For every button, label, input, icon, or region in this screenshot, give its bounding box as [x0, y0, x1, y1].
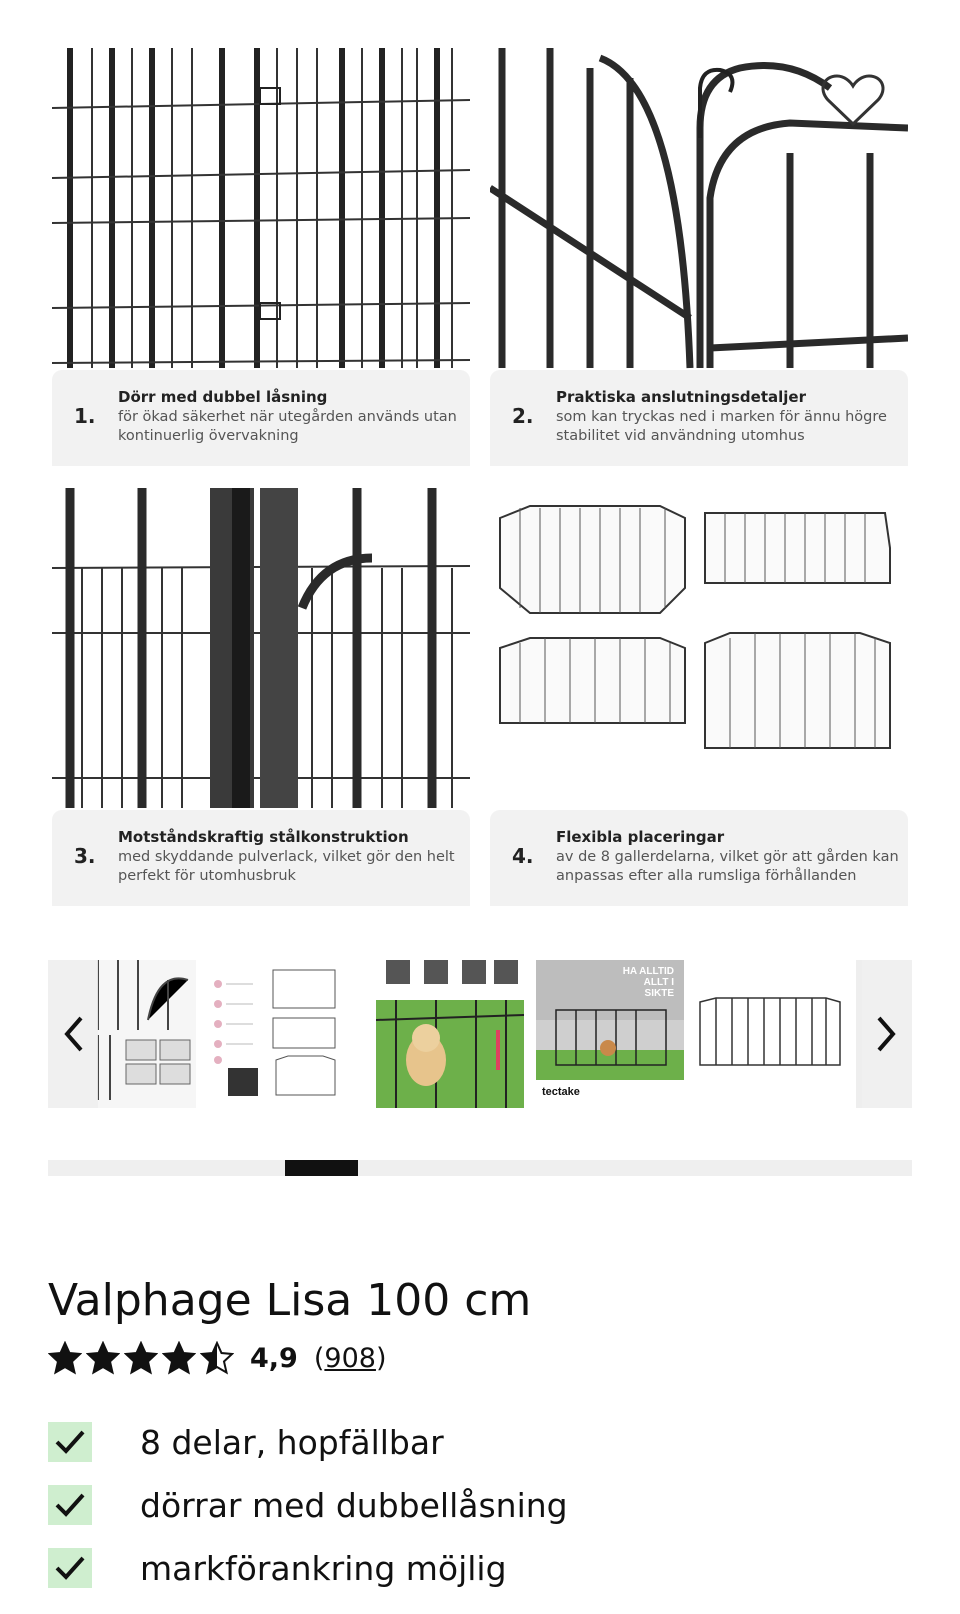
- review-count: (908): [314, 1343, 387, 1374]
- feature-number: 3.: [74, 844, 96, 868]
- feature-panel-layouts: 4. Flexibla placeringar av de 8 gallerde…: [490, 488, 908, 906]
- thumbnail-overlay-text: HA ALLTID ALLT I SIKTE: [622, 966, 674, 999]
- feature-description: för ökad säkerhet när utegården används …: [118, 409, 457, 444]
- chevron-right-icon: [877, 1016, 896, 1052]
- favorite-heart-icon[interactable]: [820, 72, 886, 128]
- fence-door-illustration: [52, 48, 470, 368]
- feature-title: Motståndskraftig stålkonstruktion: [118, 828, 409, 846]
- feature-item: markförankring möjlig: [48, 1546, 507, 1590]
- thumbnail-2[interactable]: [208, 960, 356, 1108]
- carousel-next-button[interactable]: [862, 960, 912, 1108]
- star-full-icon: [48, 1341, 82, 1375]
- product-main-image[interactable]: 1. Dörr med dubbel låsning för ökad säke…: [48, 48, 912, 914]
- product-rating: 4,9 (908): [48, 1338, 386, 1378]
- feature-text: markförankring möjlig: [140, 1548, 507, 1588]
- feature-title: Praktiska anslutningsdetaljer: [556, 388, 806, 406]
- star-full-icon: [162, 1341, 196, 1375]
- close-paren: ): [375, 1342, 387, 1374]
- star-half-icon: [200, 1341, 234, 1375]
- feature-caption: 4. Flexibla placeringar av de 8 gallerde…: [490, 810, 908, 906]
- thumbnail-5[interactable]: [696, 960, 844, 1108]
- feature-description: av de 8 gallerdelarna, vilket gör att gå…: [556, 849, 899, 884]
- carousel-scroll-thumb[interactable]: [285, 1160, 358, 1176]
- carousel-prev-button[interactable]: [48, 960, 98, 1108]
- reviews-link[interactable]: 908: [324, 1342, 376, 1374]
- rating-value: 4,9: [250, 1342, 298, 1374]
- carousel-scroll-track[interactable]: [48, 1160, 912, 1176]
- feature-caption: 2. Praktiska anslutningsdetaljer som kan…: [490, 370, 908, 466]
- feature-text: dörrar med dubbellåsning: [140, 1485, 568, 1525]
- thumbnail-carousel: HA ALLTID ALLT I SIKTE tectake: [48, 960, 912, 1108]
- fence-connector-illustration: [490, 48, 908, 369]
- feature-item: 8 delar, hopfällbar: [48, 1420, 444, 1464]
- feature-item: dörrar med dubbellåsning: [48, 1483, 568, 1527]
- feature-caption: 3. Motståndskraftig stålkonstruktion med…: [52, 810, 470, 906]
- brand-logo-text: tectake: [542, 1086, 580, 1098]
- steel-post-illustration: [52, 488, 470, 808]
- star-full-icon: [86, 1341, 120, 1375]
- thumbnail-4[interactable]: HA ALLTID ALLT I SIKTE tectake: [536, 960, 684, 1108]
- product-title: Valphage Lisa 100 cm: [48, 1275, 532, 1326]
- open-paren: (: [313, 1342, 325, 1374]
- feature-title: Flexibla placeringar: [556, 828, 725, 846]
- check-icon: [48, 1548, 92, 1588]
- check-icon: [48, 1422, 92, 1462]
- feature-description: med skyddande pulverlack, vilket gör den…: [118, 849, 455, 884]
- layout-options-illustration: [499, 505, 891, 749]
- thumbnail-3[interactable]: [376, 960, 524, 1108]
- feature-number: 4.: [512, 844, 534, 868]
- feature-number: 1.: [74, 404, 96, 428]
- feature-caption: 1. Dörr med dubbel låsning för ökad säke…: [52, 370, 470, 466]
- feature-panel-door: 1. Dörr med dubbel låsning för ökad säke…: [52, 48, 470, 466]
- feature-number: 2.: [512, 404, 534, 428]
- feature-text: 8 delar, hopfällbar: [140, 1422, 444, 1462]
- feature-title: Dörr med dubbel låsning: [118, 388, 328, 406]
- star-full-icon: [124, 1341, 158, 1375]
- feature-description: som kan tryckas ned i marken för ännu hö…: [556, 409, 887, 444]
- rating-stars: [48, 1341, 234, 1375]
- chevron-left-icon: [64, 1016, 83, 1052]
- check-icon: [48, 1485, 92, 1525]
- feature-panel-connectors: 2. Praktiska anslutningsdetaljer som kan…: [490, 48, 908, 466]
- feature-panel-steel: 3. Motståndskraftig stålkonstruktion med…: [52, 488, 470, 906]
